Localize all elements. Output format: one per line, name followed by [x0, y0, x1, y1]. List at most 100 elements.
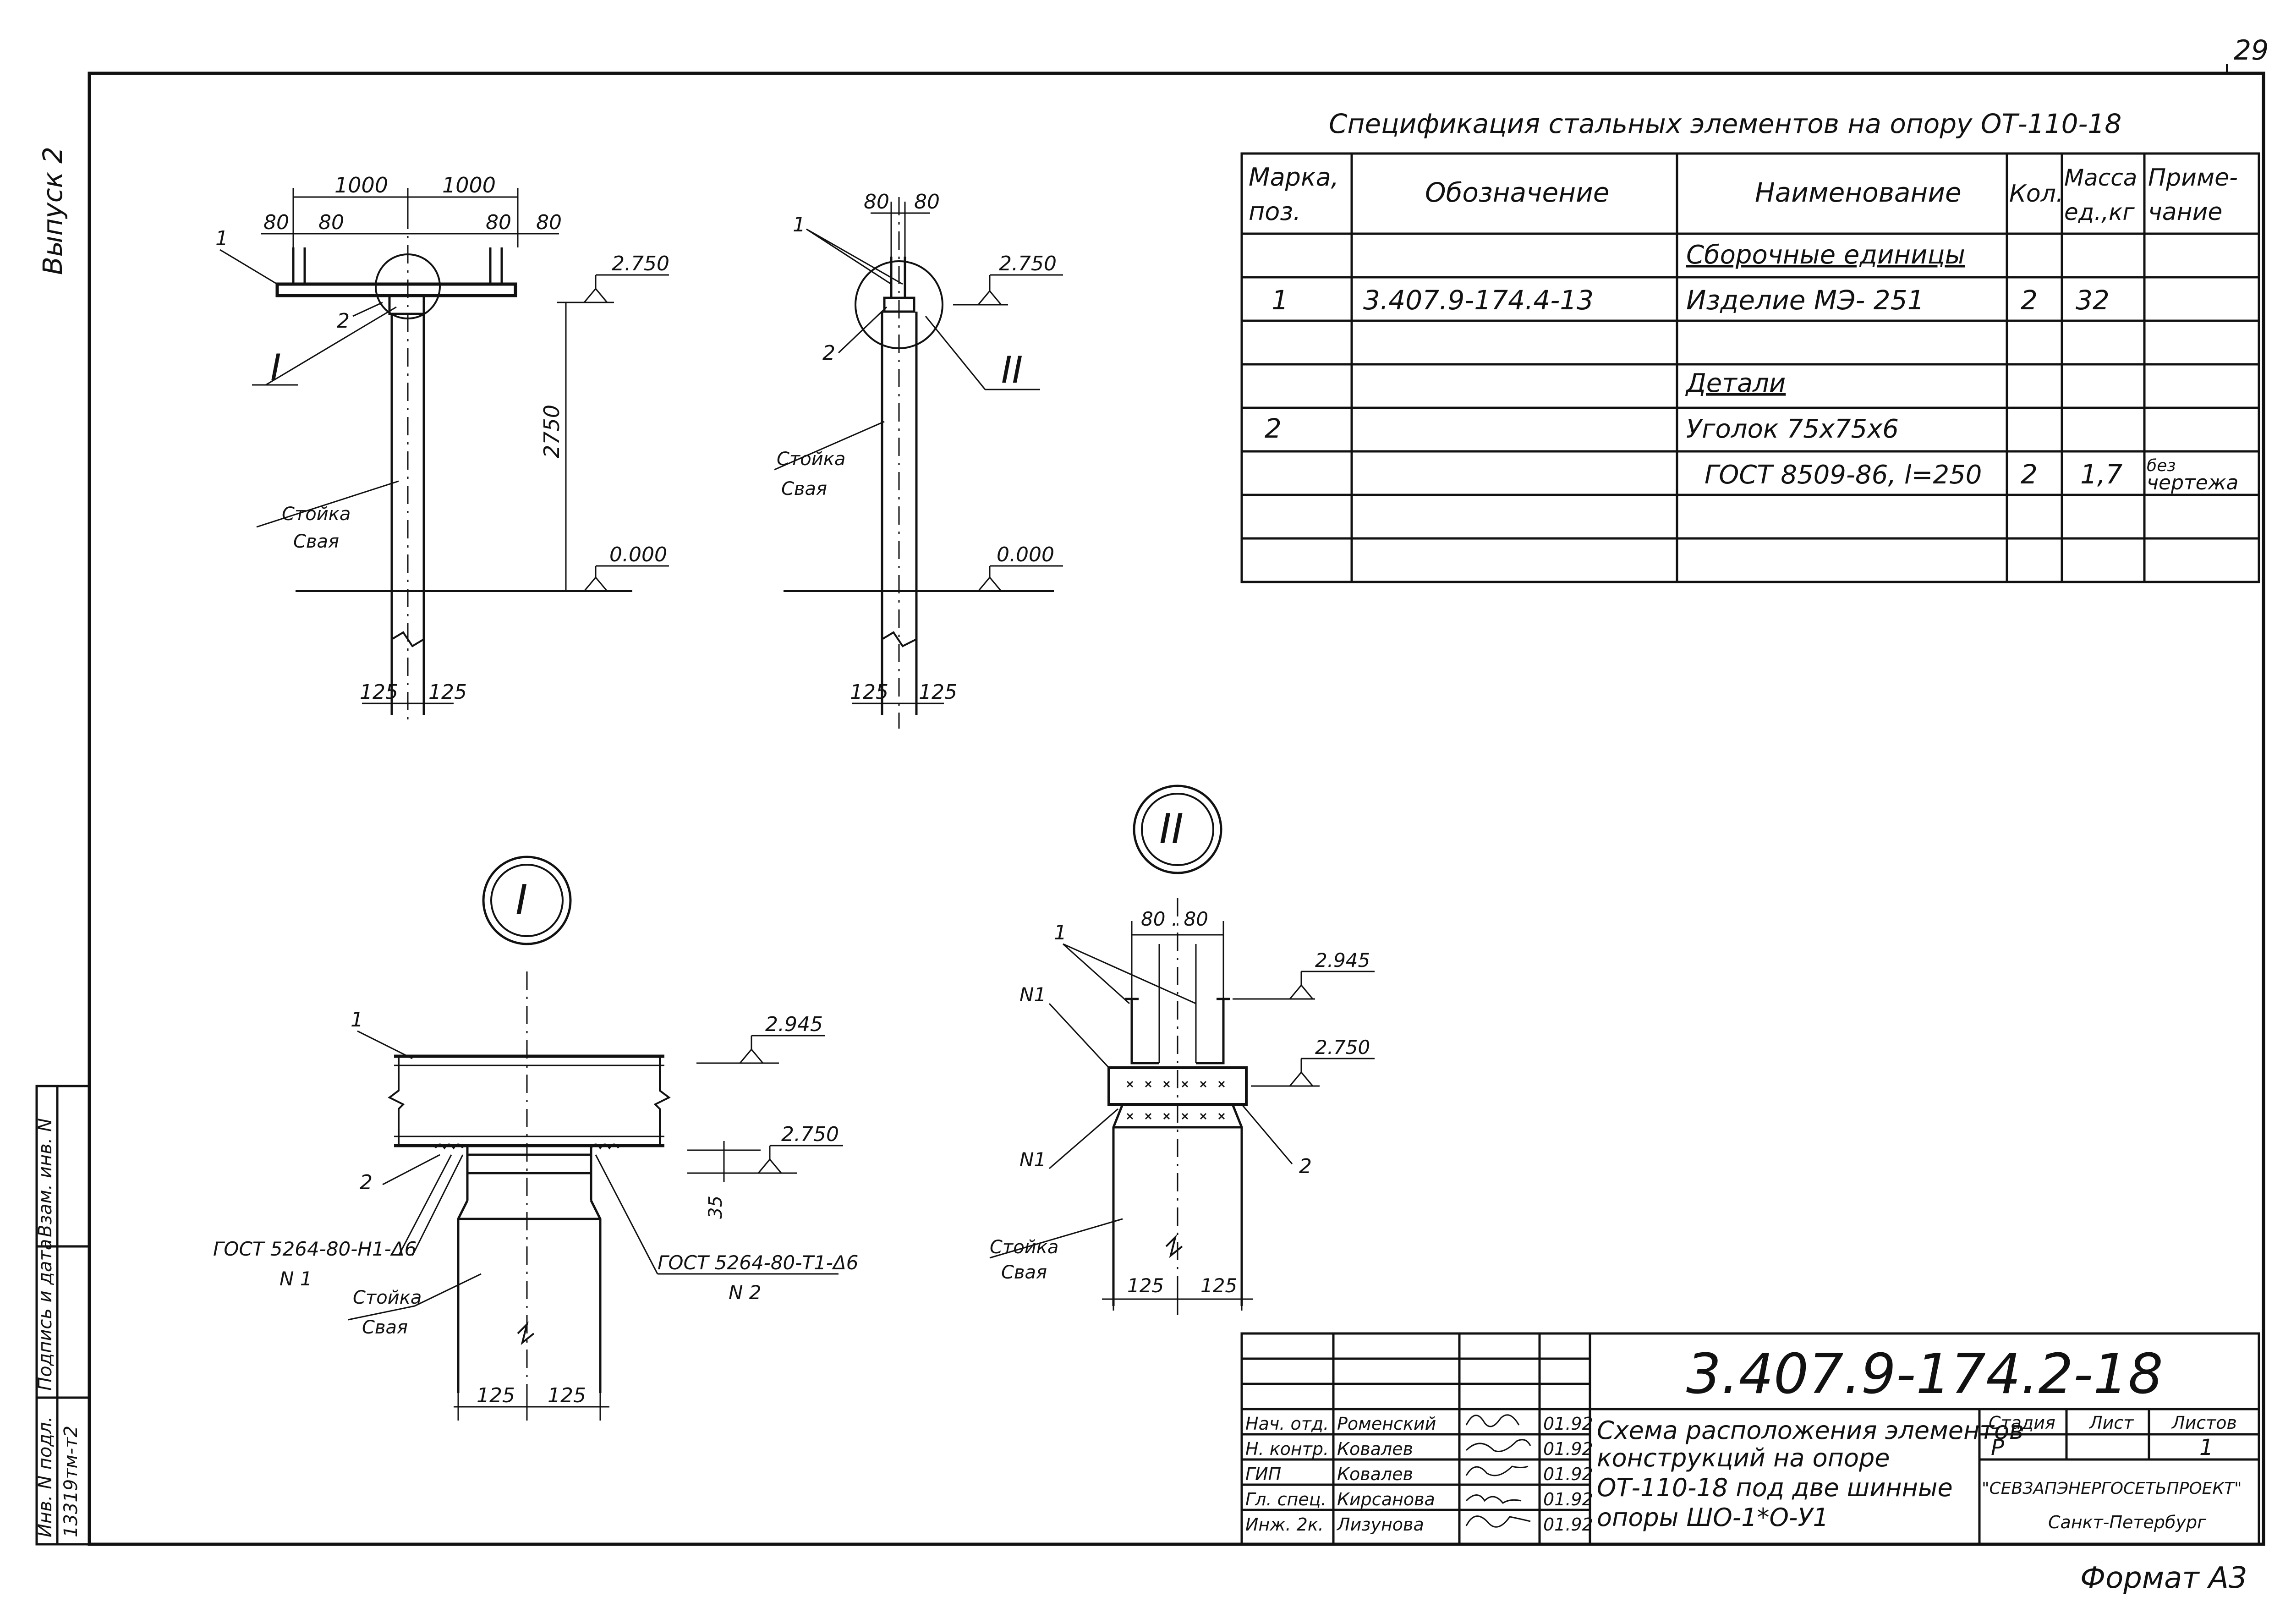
detail2-n1-bottom: N1 [1019, 1148, 1046, 1171]
detail1-weld-right-ref: N 2 [729, 1281, 762, 1304]
detail2-stoika: Стойка [990, 1237, 1058, 1258]
view1-svaya: Свая [293, 531, 339, 552]
view2-level-top: 2.750 [999, 252, 1057, 275]
view2-svaya: Свая [781, 478, 827, 499]
stamp-label-signature: Подпись и дата [35, 1239, 56, 1391]
role-3: Гл. спец. [1245, 1489, 1326, 1509]
sheets-value: 1 [2199, 1435, 2214, 1460]
detail2-labels: II 80 . 80 1 N1 N1 2 2.945 2.750 Стойка … [990, 805, 1370, 1297]
spec-title: Спецификация стальных элементов на опору… [1329, 108, 2121, 139]
detail2-n1-top: N1 [1019, 983, 1046, 1006]
stamp-label-inventory: Инв. N подл. [35, 1416, 56, 1537]
spec-cell-qty2: 2 [2021, 459, 2038, 490]
view1-stoika: Стойка [282, 504, 351, 525]
view2-stoika: Стойка [777, 449, 845, 470]
spec-cell-pos1: 1 [1272, 285, 1288, 316]
detail1-dim-bottom-left: 125 [477, 1384, 515, 1407]
detail1-level-top: 2.945 [765, 1013, 823, 1036]
detail1-node [348, 856, 843, 1421]
spec-cell-name1: Изделие МЭ- 251 [1686, 285, 1924, 316]
spec-header-mark: Марка, [1249, 163, 1339, 192]
detail1-weld-left-ref: N 1 [280, 1267, 312, 1290]
spec-header-name: Наименование [1755, 177, 1962, 208]
spec-rows: Сборочные единицы 1 3.407.9-174.4-13 Изд… [1265, 240, 2238, 494]
date-3: 01.92 [1543, 1489, 1593, 1509]
spec-header-qty: Кол. [2009, 180, 2064, 208]
view1-height: 2750 [539, 405, 564, 458]
date-0: 01.92 [1543, 1414, 1593, 1434]
signatures [1465, 1414, 1531, 1528]
view1-callout: I [270, 346, 281, 389]
detail1-weld-right: ГОСТ 5264-80-Т1-Δ6 [658, 1251, 858, 1274]
detail2-pos1: 1 [1054, 921, 1067, 944]
detail2-level-top: 2.945 [1315, 949, 1370, 971]
spec-cell-details: Детали [1685, 368, 1786, 398]
detail2-callout: II [1159, 805, 1184, 853]
description-line-4: опоры ШО-1*О-У1 [1597, 1503, 1829, 1532]
detail2-dims-top: 80 . 80 [1141, 908, 1208, 930]
spec-header-mass: Масса [2064, 165, 2137, 191]
sheet-label: Лист [2088, 1413, 2134, 1433]
detail1-stoika: Стойка [353, 1287, 422, 1308]
view2-callout: II [1001, 349, 1023, 391]
name-3: Кирсанова [1337, 1489, 1435, 1509]
spec-cell-name2b: ГОСТ 8509-86, l=250 [1705, 460, 1982, 490]
spec-header-designation: Обозначение [1425, 177, 1609, 208]
issue-label: Выпуск 2 [37, 147, 68, 275]
spec-header-mark-2: поз. [1249, 197, 1301, 226]
spec-cell-designation1: 3.407.9-174.4-13 [1363, 285, 1594, 316]
name-2: Ковалев [1337, 1464, 1413, 1484]
spec-cell-note2: без [2147, 456, 2176, 475]
description-line-3: ОТ-110-18 под две шинные [1597, 1473, 1953, 1502]
spec-header-mass-2: ед.,кг [2064, 199, 2135, 225]
view1-dim-80-d: 80 [536, 211, 562, 234]
detail1-pos1: 1 [351, 1008, 363, 1031]
detail1-pos2: 2 [360, 1171, 373, 1194]
view1-dim-80-c: 80 [486, 211, 511, 234]
spec-cell-assembly: Сборочные единицы [1686, 240, 1965, 270]
spec-header-note-2: чание [2148, 198, 2222, 226]
view1-front-support [219, 188, 669, 724]
role-0: Нач. отд. [1245, 1414, 1329, 1434]
detail1-level-mid: 2.750 [781, 1123, 839, 1146]
spec-cell-mass1: 32 [2076, 285, 2110, 316]
spec-header-note: Приме- [2148, 164, 2238, 192]
view1-pos2: 2 [337, 309, 350, 333]
stage-value: Р [1991, 1435, 2004, 1460]
sheet-format: Формат А3 [2080, 1561, 2247, 1595]
view1-dim-bottom-right: 125 [428, 680, 467, 704]
date-1: 01.92 [1543, 1439, 1593, 1459]
spec-cell-mass2: 1,7 [2080, 459, 2122, 490]
name-0: Роменский [1337, 1414, 1436, 1434]
view1-dim-80-a: 80 [263, 211, 289, 234]
detail2-dim-bottom-right: 125 [1200, 1274, 1237, 1297]
view1-dim-80-b: 80 [318, 211, 344, 234]
view2-side-support [774, 197, 1063, 729]
title-block: 3.407.9-174.2-18 Нач. отд. Роменский 01.… [1245, 1343, 2242, 1535]
detail2-svaya: Свая [1001, 1262, 1047, 1283]
view2-dim-bottom-left: 125 [850, 680, 888, 704]
role-4: Инж. 2к. [1245, 1514, 1324, 1535]
view1-dim-bottom-left: 125 [360, 680, 398, 704]
sheet-frame [88, 64, 2265, 1546]
name-1: Ковалев [1337, 1439, 1413, 1459]
detail1-svaya: Свая [362, 1317, 408, 1338]
view2-dim-bottom-right: 125 [919, 680, 957, 704]
detail2-pos2: 2 [1299, 1155, 1312, 1178]
view2-dim-80-b: 80 [914, 190, 940, 214]
inventory-number: 13319тм-т2 [60, 1426, 82, 1537]
detail1-dim-35: 35 [705, 1196, 726, 1219]
view2-level-zero: 0.000 [997, 543, 1054, 566]
page-number: 29 [2234, 34, 2269, 66]
detail1-weld-left: ГОСТ 5264-80-Н1-Δ6 [213, 1238, 417, 1260]
spec-cell-pos2: 2 [1265, 413, 1282, 444]
detail2-node [989, 785, 1375, 1315]
view1-dim-top-left: 1000 [334, 173, 388, 198]
name-4: Лизунова [1336, 1514, 1424, 1535]
org-city: Санкт-Петербург [2048, 1512, 2207, 1532]
date-4: 01.92 [1543, 1514, 1593, 1535]
org-name: "СЕВЗАПЭНЕРГОСЕТЬПРОЕКТ" [1982, 1479, 2242, 1498]
spec-cell-qty1: 2 [2021, 285, 2038, 316]
left-margin-stamp [35, 1085, 91, 1546]
spec-header: Марка, поз. Обозначение Наименование Кол… [1249, 163, 2238, 226]
